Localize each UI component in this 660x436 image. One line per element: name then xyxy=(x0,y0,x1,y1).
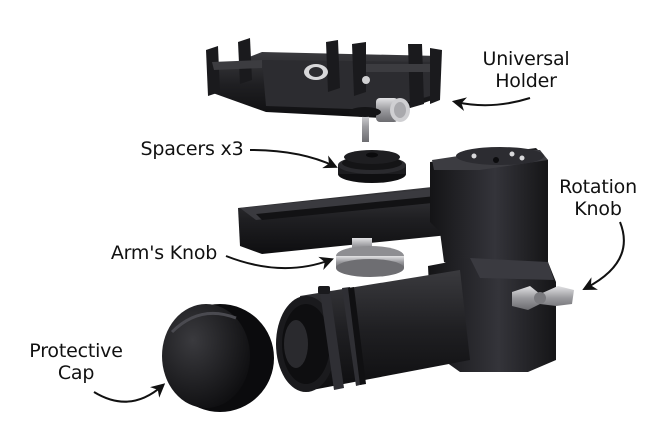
arms-knob-label-text: Arm's Knob xyxy=(110,242,218,264)
rotation-knob-arrow-icon xyxy=(582,221,625,290)
protective-cap-arrow-icon xyxy=(93,383,166,403)
universal-holder-label: Universal Holder xyxy=(466,48,586,92)
spacers-label: Spacers x3 xyxy=(136,138,248,160)
rotation-knob-label-line1: Rotation xyxy=(559,176,637,198)
main-body-part xyxy=(276,258,574,392)
universal-holder-part xyxy=(206,38,442,142)
protective-cap-part xyxy=(162,304,274,412)
rotation-knob-label: Rotation Knob xyxy=(548,176,648,220)
protective-cap-label-line2: Cap xyxy=(57,362,95,384)
protective-cap-label-line1: Protective xyxy=(29,340,123,362)
spacers-label-text: Spacers x3 xyxy=(140,138,244,160)
arms-knob-arrow-icon xyxy=(225,255,334,270)
rotation-knob-label-line2: Knob xyxy=(574,198,622,220)
universal-holder-arrow-icon xyxy=(451,97,531,111)
spacers-arrow-icon xyxy=(249,149,338,169)
protective-cap-label: Protective Cap xyxy=(12,340,140,384)
universal-holder-label-line2: Holder xyxy=(495,70,557,92)
spacers-part xyxy=(338,150,406,183)
arms-knob-label: Arm's Knob xyxy=(104,242,224,264)
arm-part xyxy=(238,147,548,277)
universal-holder-label-line1: Universal xyxy=(482,48,570,70)
